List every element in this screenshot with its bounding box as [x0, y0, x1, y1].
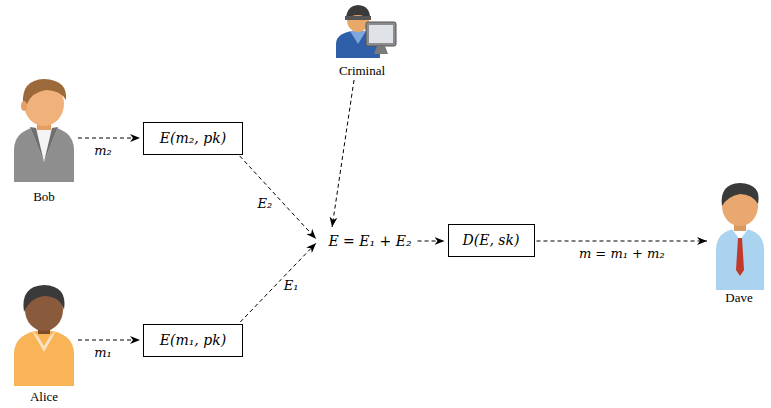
edge-label: m = m₁ + m₂ [577, 246, 667, 261]
criminal-icon [336, 5, 396, 58]
process-box: D(E, sk) [448, 224, 535, 257]
dashed-arrow [418, 241, 445, 242]
edge-label: m₁ [92, 345, 114, 360]
person-node: Alice [12, 292, 76, 404]
process-box: E(m₂, pk) [143, 122, 243, 155]
person-node: Bob [12, 88, 76, 204]
sum-node: E = E₁ + E₂ [324, 230, 415, 252]
node-text: Criminal [339, 63, 385, 78]
node-text: E(m₂, pk) [160, 130, 226, 146]
person-node: Criminal [326, 2, 398, 78]
node-text: E = E₁ + E₂ [328, 233, 411, 249]
dave-icon [716, 183, 764, 290]
process-box: E(m₁, pk) [143, 324, 243, 357]
bob-icon [14, 79, 74, 182]
node-text: E(m₁, pk) [160, 332, 226, 348]
node-text: Dave [725, 290, 752, 305]
edge-label: E₂ [255, 196, 274, 211]
edge-label: E₁ [282, 277, 301, 292]
edge-label: m₂ [92, 143, 114, 158]
node-text: D(E, sk) [463, 232, 520, 248]
dashed-arrow [78, 138, 140, 139]
node-text: Bob [33, 189, 55, 204]
dashed-arrow [78, 340, 140, 341]
dashed-arrow [332, 80, 354, 227]
node-text: Alice [30, 389, 58, 404]
dashed-arrow [537, 241, 708, 242]
person-node: Dave [710, 186, 768, 305]
dashed-arrow [240, 243, 316, 322]
dashed-arrow [240, 156, 316, 239]
alice-icon [14, 285, 74, 386]
